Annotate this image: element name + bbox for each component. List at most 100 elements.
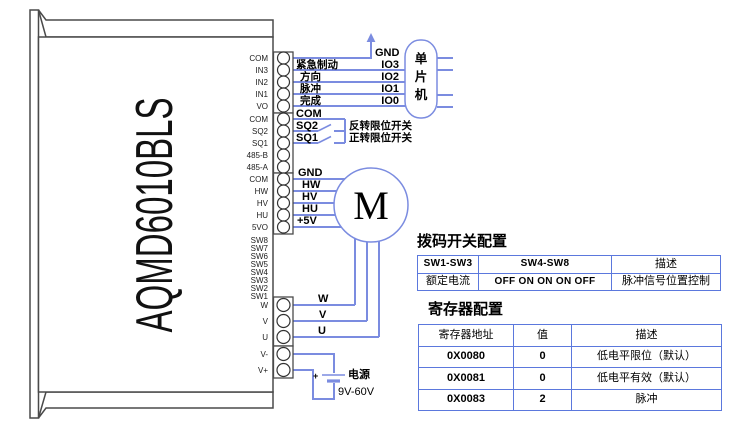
pin-labels: COM IN3 IN2 IN1 VO COM SQ2 SQ1 485-B 485… — [247, 54, 269, 375]
heatsink-bottom-bar — [37, 391, 274, 419]
pin-label: SW4 — [251, 268, 269, 277]
pin-label: SW6 — [251, 252, 269, 261]
terminal-blocks — [272, 51, 294, 379]
hall-label: HU — [302, 203, 318, 215]
dip-header-cell: SW1-SW3 — [423, 258, 473, 270]
pin-label: SW5 — [251, 260, 269, 269]
pin-label: HU — [256, 211, 268, 220]
pin-label: IN1 — [256, 90, 269, 99]
pin-label: SQ1 — [252, 139, 269, 148]
reg-cell-address: 0X0080 — [419, 345, 513, 368]
io-label: IO3 — [381, 59, 399, 71]
phase-v-label: V — [319, 309, 327, 321]
mcu-shape — [404, 39, 438, 119]
reg-cell-value: 0 — [513, 345, 571, 367]
signal-label: 方向 — [300, 70, 321, 83]
sq2-desc: 反转限位开关 — [349, 119, 412, 132]
gnd-label: GND — [375, 47, 400, 59]
gnd-arrow-icon — [366, 33, 376, 42]
driver-case — [37, 36, 274, 393]
pin-label: SW1 — [251, 292, 269, 301]
reg-cell-desc: 低电平有效（默认） — [571, 367, 721, 389]
reg-cell-desc: 脉冲 — [571, 388, 721, 410]
pin-label: SW7 — [251, 244, 269, 253]
dip-header-cell: 描述 — [611, 256, 720, 273]
battery-plus-sign: + — [313, 371, 318, 381]
com-label: COM — [296, 108, 322, 120]
pin-label: SQ2 — [252, 127, 269, 136]
wire-sq2 — [293, 119, 346, 132]
phase-labels: W V U — [318, 293, 329, 337]
pin-label: HW — [255, 187, 269, 196]
pin-label: COM — [249, 175, 268, 184]
power-supply: + 电源 9V-60V — [313, 367, 375, 398]
signal-label: 脉冲 — [299, 82, 321, 95]
sq2-switch-icon — [317, 123, 332, 132]
wire-vminus — [293, 353, 335, 373]
pin-label: HV — [257, 199, 269, 208]
reg-table-title: 寄存器配置 — [428, 301, 504, 318]
dip-header-cell: SW4-SW8 — [478, 256, 611, 273]
pin-label: COM — [249, 54, 268, 63]
hall-label: HW — [302, 179, 321, 191]
reg-header-cell: 寄存器地址 — [438, 328, 494, 341]
wire-vplus — [293, 369, 335, 400]
sq1-label: SQ1 — [296, 132, 318, 144]
pin-label: COM — [249, 115, 268, 124]
driver-body — [29, 9, 274, 419]
phase-u-label: U — [318, 325, 326, 337]
pin-label: IN3 — [256, 66, 269, 75]
signal-label: 完成 — [300, 94, 321, 107]
reg-cell-value: 0 — [513, 367, 571, 389]
mcu-char: 单 — [415, 51, 428, 66]
sq1-switch-icon — [317, 135, 332, 144]
sq1-desc: 正转限位开关 — [349, 131, 412, 144]
pin-label: 485-A — [247, 163, 269, 172]
pin-label: VO — [256, 102, 268, 111]
reg-cell-desc: 低电平限位（默认） — [571, 345, 721, 367]
io-label: IO1 — [381, 83, 399, 95]
pin-label: SW8 — [251, 236, 269, 245]
pin-label: V+ — [258, 366, 268, 375]
pin-label: IN2 — [256, 78, 269, 87]
wire-sq1 — [293, 131, 346, 144]
motor-symbol: M — [353, 183, 389, 228]
sq2-label: SQ2 — [296, 120, 318, 132]
reg-header-cell: 值 — [513, 325, 571, 346]
pin-label: U — [262, 333, 268, 342]
hall-signals: GND HW HV HU +5V — [297, 167, 323, 227]
pin-label: V — [263, 317, 269, 326]
reg-header-cell: 描述 — [571, 325, 721, 346]
motor-circle — [333, 167, 409, 243]
motor: M — [333, 167, 409, 243]
dip-table-title: 拨码开关配置 — [417, 233, 508, 250]
heatsink-top-bar — [37, 9, 274, 38]
pin-label: 485-B — [247, 151, 268, 160]
wires-hall — [293, 178, 371, 228]
power-label: 电源 — [348, 367, 370, 381]
device-model-label: AQMD6010BLS — [126, 98, 184, 333]
hall-label: GND — [298, 167, 323, 179]
dip-cell: OFF ON ON ON OFF — [478, 272, 611, 290]
power-range-label: 9V-60V — [338, 386, 375, 398]
pin-label: SW2 — [251, 284, 269, 293]
reg-cell-address: 0X0081 — [419, 367, 513, 389]
wire-com-gnd — [293, 40, 372, 59]
pin-label: SW3 — [251, 276, 269, 285]
reg-cell-address: 0X0083 — [419, 388, 513, 411]
mcu-char: 机 — [415, 87, 428, 102]
pin-label: 5VO — [252, 223, 268, 232]
reg-table: 寄存器地址 值 描述 0X0080 0 低电平限位（默认） 0X0081 0 低… — [418, 324, 722, 411]
io-label: IO2 — [381, 71, 399, 83]
pin-label: V- — [260, 350, 268, 359]
reg-cell-value: 2 — [513, 388, 571, 410]
io-label: IO0 — [381, 95, 399, 107]
terminal-screws — [276, 51, 291, 378]
wires — [293, 33, 453, 400]
control-signals: GND 紧急制动 方向 脉冲 完成 IO3 IO2 IO1 IO0 — [296, 47, 400, 107]
pin-label: W — [260, 301, 268, 310]
mcu-char: 片 — [415, 69, 428, 84]
signal-label: 紧急制动 — [296, 58, 338, 71]
